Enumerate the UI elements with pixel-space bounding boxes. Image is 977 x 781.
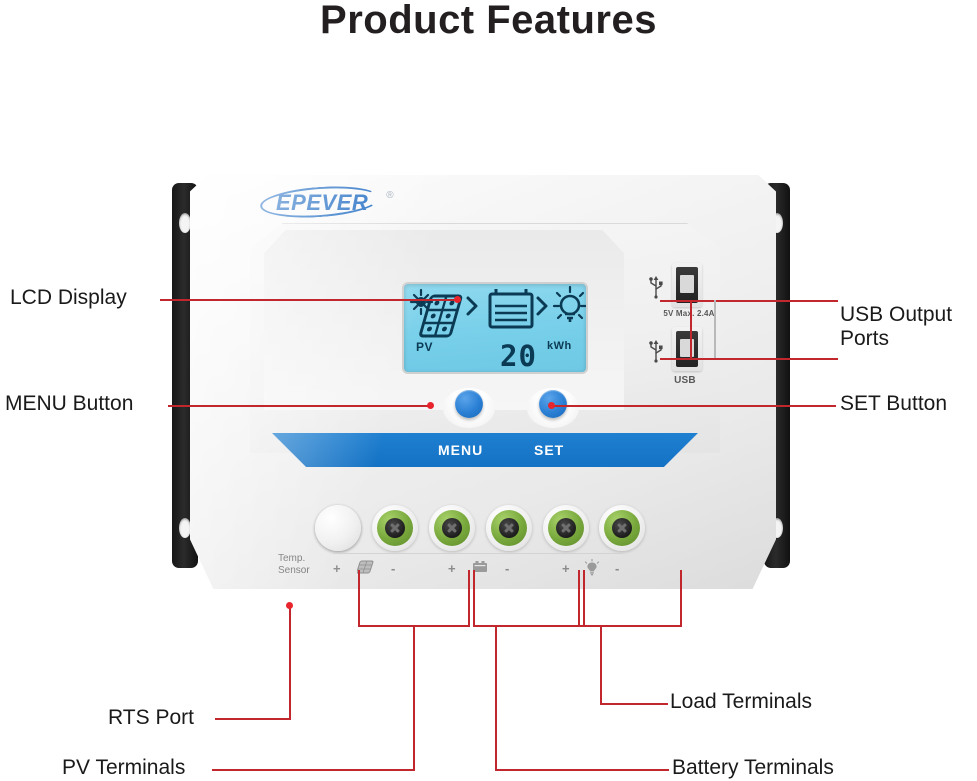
leader-load-bracket-right [680, 570, 682, 626]
usb-port-bottom[interactable] [672, 327, 702, 371]
usb-bracket-line [714, 300, 716, 358]
battery-icon [473, 561, 487, 572]
usb-name-label: USB [674, 375, 696, 386]
terminal-pv-minus[interactable] [372, 505, 418, 551]
terminal-battery-plus[interactable] [429, 505, 475, 551]
leader-pv-bracket-right [468, 570, 470, 626]
leader-usb-bottom [690, 358, 838, 360]
device-body: EPEVER ® [190, 175, 776, 589]
usb-spec-label: 5V Max. 2.4A [663, 309, 715, 318]
terminal-pv-minus-mark: - [391, 561, 396, 576]
usb-port-top[interactable] [672, 263, 702, 307]
leader-battery-bracket-right [583, 570, 585, 626]
leader-rts-vertical [289, 606, 291, 720]
terminal-battery-plus-mark: + [448, 561, 456, 576]
callout-battery-terminals: Battery Terminals [672, 756, 834, 779]
callout-set-button: SET Button [840, 392, 948, 415]
leader-battery-bracket-top [473, 625, 585, 627]
callout-usb-output-ports: USB Output Ports [840, 303, 953, 350]
terminal-load-plus[interactable] [543, 505, 589, 551]
leader-battery-horizontal [497, 769, 669, 771]
terminal-load-minus[interactable] [599, 505, 645, 551]
terminal-load-plus-mark: + [562, 561, 570, 576]
usb-symbol-icon [649, 276, 663, 299]
terminal-battery-minus[interactable] [486, 505, 532, 551]
legend-divider [333, 553, 623, 554]
solar-panel-icon [357, 560, 374, 574]
temp-sensor-line2: Sensor [278, 565, 310, 576]
mounting-hole-icon [179, 213, 191, 233]
leader-usb-port-top [660, 300, 696, 302]
brand-logo: EPEVER ® [262, 189, 394, 217]
leader-usb-port-bottom [660, 358, 696, 360]
lcd-display[interactable]: PV 20 kWh [402, 282, 588, 374]
brand-logo-text: EPEVER [262, 189, 374, 217]
leader-load-vertical [600, 625, 602, 705]
terminal-load-minus-mark: - [615, 561, 620, 576]
light-bulb-icon [584, 559, 600, 576]
terminal-battery-minus-mark: - [505, 561, 510, 576]
leader-dot-lcd-display [454, 296, 461, 303]
leader-pv-bracket-top [358, 625, 470, 627]
menu-button[interactable] [455, 390, 483, 418]
leader-pv-vertical [413, 625, 415, 771]
callout-rts-port: RTS Port [108, 706, 194, 729]
leader-dot-rts-port [286, 602, 293, 609]
terminal-pv-plus-mark: + [333, 561, 341, 576]
callout-load-terminals: Load Terminals [670, 690, 813, 713]
leader-battery-bracket-left [473, 570, 475, 626]
callout-pv-terminals: PV Terminals [62, 756, 186, 779]
leader-pv-horizontal [212, 769, 415, 771]
leader-usb-top [690, 300, 838, 302]
leader-load-bracket-top [578, 625, 682, 627]
set-button-label: SET [534, 442, 565, 458]
mounting-hole-icon [179, 518, 191, 538]
leader-load-bracket-left [578, 570, 580, 626]
leader-rts-horizontal [215, 718, 290, 720]
page-title: Product Features [320, 0, 657, 42]
leader-pv-bracket-left [358, 570, 360, 626]
button-label-band: MENU SET [272, 433, 698, 467]
terminal-row [315, 505, 645, 553]
leader-set-button [552, 405, 836, 407]
callout-menu-button: MENU Button [5, 392, 134, 415]
leader-dot-menu-button [427, 402, 434, 409]
lcd-pv-label: PV [416, 340, 434, 354]
leader-dot-set-button [548, 402, 555, 409]
leader-usb-vertical [690, 300, 692, 360]
leader-battery-vertical [495, 625, 497, 771]
callout-lcd-display: LCD Display [10, 286, 127, 309]
temp-sensor-line1: Temp. [278, 553, 306, 564]
registered-mark-icon: ® [386, 190, 394, 201]
terminal-battery-plus[interactable] [315, 505, 361, 551]
usb-symbol-icon [649, 340, 663, 363]
leader-load-horizontal [600, 703, 668, 705]
lcd-value: 20 [500, 339, 537, 373]
terminal-legend: + - + - + [315, 553, 645, 579]
charge-controller-device: EPEVER ® [168, 175, 828, 600]
lcd-unit: kWh [547, 340, 572, 352]
leader-lcd-display [160, 299, 460, 301]
lcd-icon-group [409, 285, 586, 338]
menu-button-label: MENU [438, 442, 484, 458]
temp-sensor-label: Temp. Sensor [278, 553, 310, 577]
leader-menu-button [168, 405, 432, 407]
